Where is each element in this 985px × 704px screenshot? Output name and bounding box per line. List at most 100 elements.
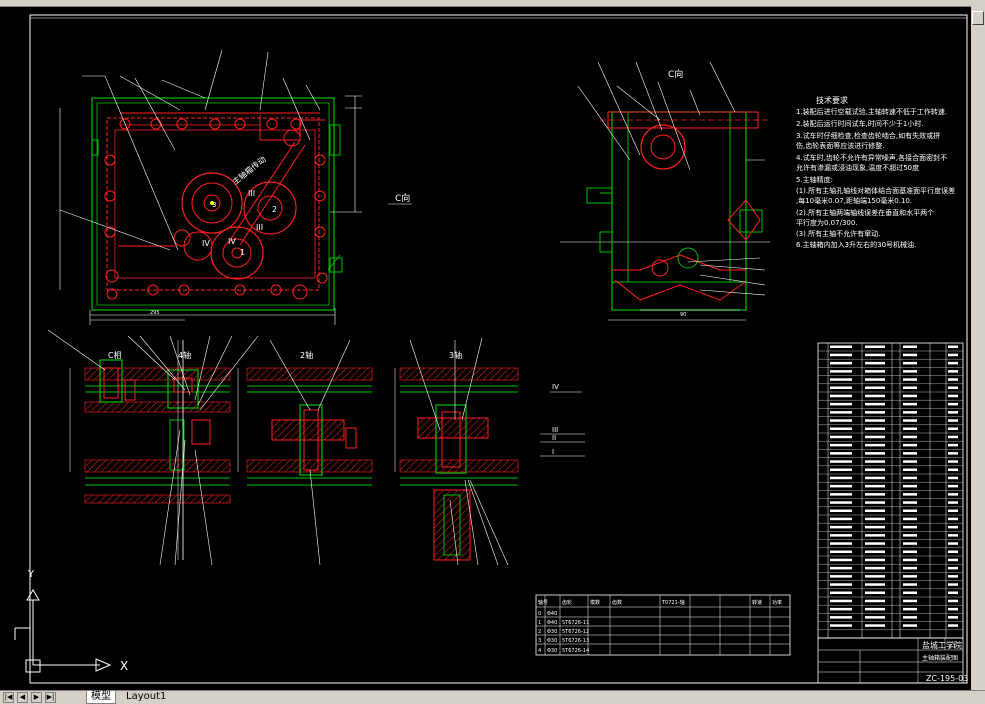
bom-cell-text (865, 378, 885, 381)
bom-cell-text (948, 411, 958, 414)
vertical-scrollbar[interactable] (971, 6, 985, 690)
bom-cell-text (903, 542, 917, 545)
last-tab-icon[interactable]: ▶| (45, 692, 56, 703)
bom-cell-text (830, 386, 852, 389)
tab-model[interactable]: 模型 (86, 691, 116, 704)
svg-text:3: 3 (212, 201, 216, 209)
bom-cell-text (865, 460, 885, 463)
bom-cell-text (948, 566, 958, 570)
shaft2-label: 2轴 (300, 350, 313, 360)
bom-cell-text (903, 509, 917, 512)
toolbar-strip (0, 0, 985, 7)
tech-req-line: (3).所有主轴不允许有窜动. (796, 229, 880, 238)
bom-cell-text (865, 419, 885, 422)
next-tab-icon[interactable]: ▶ (31, 692, 42, 703)
bom-cell-text (865, 484, 885, 488)
svg-text:III: III (248, 189, 255, 198)
prev-tab-icon[interactable]: ◀ (17, 692, 28, 703)
bom-cell-text (830, 468, 852, 471)
tech-req-line: 允许有渗漏或浸油现象,温度不超过50度 (796, 163, 919, 172)
svg-text:295: 295 (150, 310, 160, 316)
bom-cell-text (865, 542, 885, 545)
bom-cell-text (865, 599, 885, 603)
gear-row-dia: Φ30 (547, 638, 557, 644)
bom-cell-text (948, 345, 958, 348)
drawing-number: ZC-195-03 (926, 674, 968, 683)
shaft-sections: C相 4轴 2轴 3轴 (47, 329, 519, 566)
bom-cell-text (903, 534, 917, 537)
bom-cell-text (865, 566, 885, 570)
bom-cell-text (948, 501, 958, 504)
bom-cell-text (903, 370, 917, 373)
bom-cell-text (903, 402, 917, 406)
bom-cell-text (903, 525, 917, 529)
view-c-label-top: C向 (668, 68, 683, 80)
bom-cell-text (948, 484, 958, 488)
svg-text:90: 90 (680, 312, 686, 318)
bom-cell-text (830, 361, 852, 365)
bom-cell-text (830, 501, 852, 504)
tech-req-line: 伤,齿轮表面等应该进行修整. (796, 141, 884, 150)
scrollbar-thumb[interactable] (972, 11, 984, 25)
bom-cell-text (948, 525, 958, 529)
first-tab-icon[interactable]: |◀ (3, 692, 14, 703)
section-label-iii: III (552, 426, 558, 434)
bom-cell-text (948, 534, 958, 537)
bom-cell-text (903, 468, 917, 471)
bom-cell-text (830, 419, 852, 422)
bom-cell-text (948, 583, 958, 586)
bom-cell-text (948, 361, 958, 365)
gear-row-id: 0 (538, 611, 541, 617)
bom-cell-text (903, 452, 917, 455)
bom-cell-text (948, 616, 958, 619)
bom-cell-text (948, 386, 958, 389)
side-view: C向 90 (560, 61, 770, 321)
bom-cell-text (903, 460, 917, 463)
bom-cell-text (830, 484, 852, 488)
bom-cell-text (830, 345, 852, 348)
bom-cell-text (948, 624, 958, 627)
section-label-iv: IV (552, 383, 559, 391)
bom-cell-text (903, 583, 917, 586)
bom-cell-text (903, 493, 917, 496)
bom-cell-text (903, 378, 917, 381)
gear-row-dia: Φ30 (547, 648, 557, 654)
bom-cell-text (830, 427, 852, 430)
bom-cell-text (865, 427, 885, 430)
tab-layout1[interactable]: Layout1 (126, 691, 167, 702)
bom-cell-text (903, 443, 917, 447)
svg-text:主轴箱传动: 主轴箱传动 (230, 154, 268, 187)
bom-cell-text (865, 591, 885, 594)
bom-cell-text (948, 419, 958, 422)
bom-cell-text (865, 550, 885, 553)
bom-cell-text (830, 607, 852, 611)
bom-cell-text (903, 624, 917, 627)
bom-cell-text (903, 575, 917, 578)
bom-cell-text (903, 484, 917, 488)
bom-cell-text (903, 616, 917, 619)
bom-cell-text (830, 583, 852, 586)
bom-cell-text (903, 591, 917, 594)
bom-cell-text (830, 599, 852, 603)
layout-tab-bar: |◀ ◀ ▶ ▶| 模型 Layout1 (0, 690, 985, 704)
bom-cell-text (948, 353, 958, 357)
tech-req-line: 平行度为0.07/300. (796, 218, 858, 227)
gear-table-head: 齿轮 (562, 599, 572, 606)
title-block: 盐城工学院 1:1 主轴箱装配图 ZC-195-03 (817, 637, 968, 684)
ucs-y-label: Y (27, 569, 35, 580)
tech-req-line: 1.装配后进行空载试验,主轴转速不低于工作转速. (796, 107, 947, 116)
bom-cell-text (865, 345, 885, 348)
tech-requirements-title: 技术要求 (816, 95, 848, 105)
front-view: 主轴箱传动 III 2 III 3 IV IV 1 295 (59, 49, 362, 325)
bom-cell-text (830, 575, 852, 578)
gear-table-head: 模数 (590, 599, 600, 606)
bom-cell-text (830, 452, 852, 455)
gear-row-part: 5T6726-13 (562, 638, 589, 644)
tech-req-line: (1).所有主轴孔轴线对箱体结合面基准面平行度误差 (796, 186, 955, 195)
gear-row-dia: Φ40 (547, 620, 557, 626)
bom-cell-text (830, 411, 852, 414)
bom-cell-text (903, 386, 917, 389)
bom-cell-text (865, 558, 885, 562)
parts-list-table (817, 342, 964, 639)
